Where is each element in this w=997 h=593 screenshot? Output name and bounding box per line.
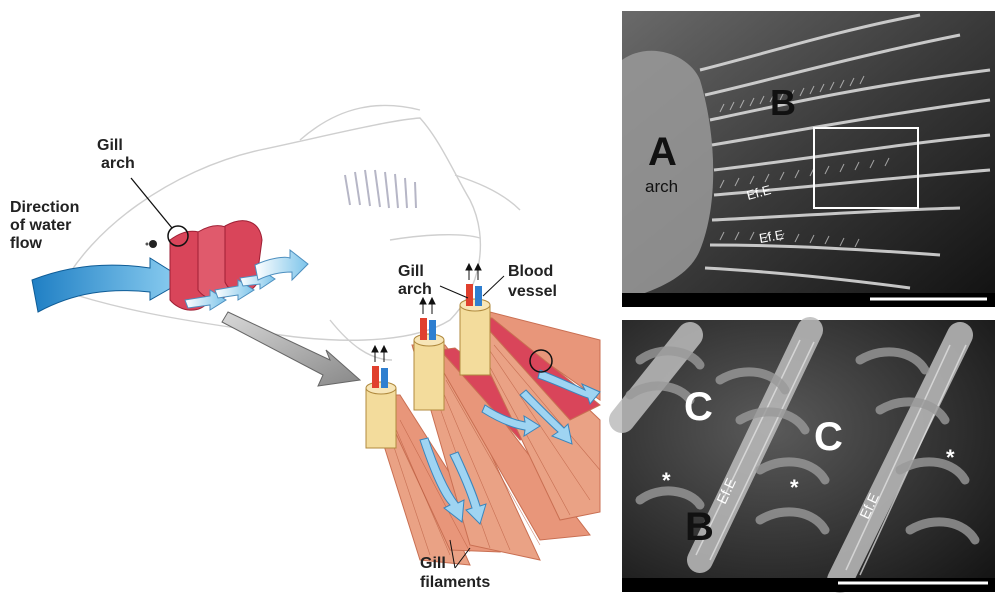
micrograph-top: A arch B Ef.E Ef.E — [622, 11, 995, 307]
micrograph-bottom-info-bar — [622, 578, 995, 592]
fish-eye — [149, 240, 157, 248]
zoom-arrow — [222, 312, 360, 386]
blood-vessel-pointer — [483, 276, 504, 296]
gill-arch-pointer — [131, 178, 172, 228]
label-gill-filaments-1: Gill — [420, 555, 446, 572]
label-direction-2: of water — [10, 217, 71, 234]
label-b-top: B — [770, 82, 796, 123]
label-direction-1: Direction — [10, 199, 79, 216]
label-blood-vessel-2: vessel — [508, 283, 557, 300]
dorsal-fin — [345, 170, 416, 208]
label-gill-arch-top-1: Gill — [97, 137, 123, 154]
label-gill-arch-top-2: arch — [101, 155, 135, 172]
label-arch: arch — [645, 177, 678, 196]
fish-outline — [60, 105, 520, 360]
label-blood-vessel-1: Blood — [508, 263, 553, 280]
label-direction-3: flow — [10, 235, 43, 252]
gill-arch-detail-pointer — [440, 286, 468, 298]
label-c-2: C — [814, 415, 843, 459]
micrograph-bottom: C C B Ef.E Ef.E * * * — [622, 320, 995, 592]
label-gill-arch-detail-1: Gill — [398, 263, 424, 280]
label-star-2: * — [790, 475, 799, 500]
label-gill-filaments-2: filaments — [420, 574, 490, 591]
label-gill-arch-detail-2: arch — [398, 281, 432, 298]
label-star-1: * — [662, 468, 671, 493]
gill-filament-detail — [366, 264, 600, 568]
fish-nostril — [146, 243, 149, 246]
label-a: A — [648, 130, 677, 174]
label-c-1: C — [684, 385, 713, 429]
label-star-3: * — [946, 445, 955, 470]
label-b-bottom: B — [685, 505, 714, 549]
left-diagram: Gill arch Direction of water flow Gill a… — [10, 105, 600, 591]
